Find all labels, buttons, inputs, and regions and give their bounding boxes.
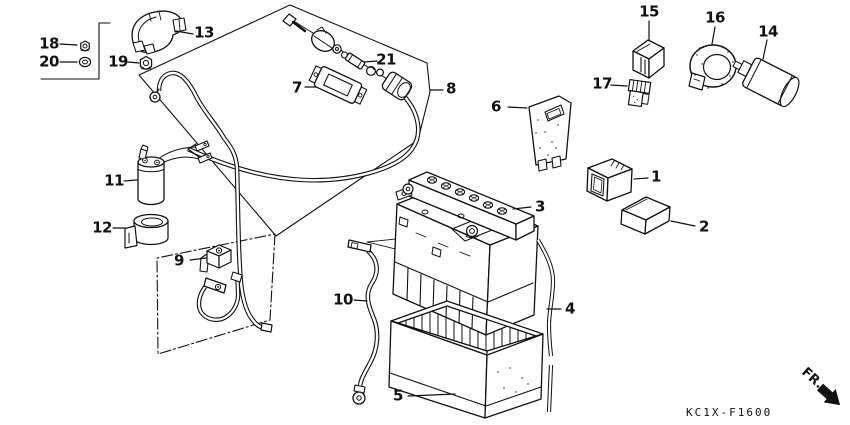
fuse-cap-screw [282,13,297,27]
part-label-12: 12 [92,218,112,237]
box-stipple [497,367,529,393]
fastener-icons [78,40,153,71]
fr-arrow-icon [816,383,841,406]
part-label-13: 13 [194,23,214,42]
terminal-cover-illustration [131,10,187,55]
band-clamp-illustration [688,44,737,91]
washer-20-icon [78,56,92,68]
part-label-10: 10 [333,290,353,309]
battery-box-illustration [388,300,544,419]
part-label-2: 2 [699,217,709,236]
fuse-holder-assembly [282,13,413,105]
coil-clamp-illustration [124,213,169,249]
diagram-code: KC1X-F1600 [686,406,773,419]
part-label-9: 9 [174,251,184,270]
ground-cable-loop [196,271,243,322]
harness-wire [157,94,421,183]
connector-illustration [627,78,652,108]
fr-direction-marker: FR. [798,365,841,406]
part-label-5: 5 [393,386,403,405]
ignition-coil-illustration [137,144,165,206]
case-illustration [586,158,633,202]
part-label-18: 18 [39,34,59,53]
leader-lines [59,20,768,397]
part-label-14: 14 [758,22,778,41]
part-label-17: 17 [592,74,612,93]
battery-cable [347,239,380,405]
part-label-19: 19 [108,52,128,71]
relay-illustration [632,39,665,79]
part-label-3: 3 [535,197,545,216]
regulator-stipple [535,119,559,156]
part-label-8: 8 [446,79,456,98]
lid-illustration [620,196,671,235]
part-label-15: 15 [639,2,659,21]
condenser-illustration [732,57,800,108]
part-label-21: 21 [376,50,396,69]
fuse-connector-8 [381,71,413,101]
breather-tube [536,238,556,413]
nut-18-icon [80,40,90,52]
battery-cell-caps [426,176,508,215]
nut-19-icon [139,55,153,71]
regulator-illustration [528,95,572,172]
fuse-case-7 [308,65,368,105]
part-label-16: 16 [705,8,725,27]
part-label-1: 1 [651,167,661,186]
part-label-4: 4 [565,299,575,318]
part-label-7: 7 [292,78,302,97]
main-cable [149,70,273,333]
fuse-21 [344,52,366,70]
part-label-20: 20 [39,52,59,71]
battery-illustration [392,171,539,336]
clamp-stipple [694,47,734,89]
part-label-11: 11 [104,171,124,190]
part-label-6: 6 [491,97,501,116]
